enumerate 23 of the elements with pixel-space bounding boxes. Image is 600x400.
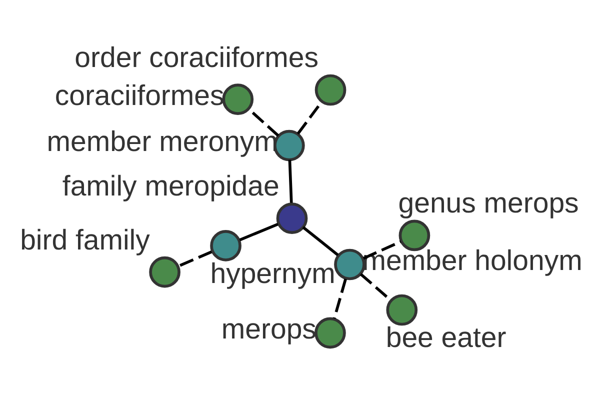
node-circle: [210, 230, 242, 262]
node-label: merops: [221, 314, 316, 346]
node-circle: [222, 84, 254, 115]
node-circle: [334, 248, 366, 280]
connector: [332, 278, 347, 319]
node-circle: [314, 317, 346, 349]
node-label: bird family: [20, 224, 150, 256]
node-label: coraciiformes: [54, 80, 224, 112]
node-label: order coraciiformes: [74, 42, 318, 74]
node-circle: [149, 256, 180, 288]
node-circle: [274, 130, 305, 162]
node-circle: [386, 294, 418, 326]
node-label: member meronym: [46, 126, 278, 158]
node-label: family meropidae: [62, 170, 280, 203]
connector: [302, 226, 339, 256]
node-circle: [314, 74, 346, 106]
connector: [239, 222, 278, 242]
node-circle: [276, 202, 308, 234]
node-label: genus merops: [398, 188, 579, 220]
connector: [177, 250, 212, 268]
connector: [288, 160, 293, 203]
node-label: hypernym: [210, 258, 336, 290]
node-label: bee eater: [386, 322, 506, 354]
